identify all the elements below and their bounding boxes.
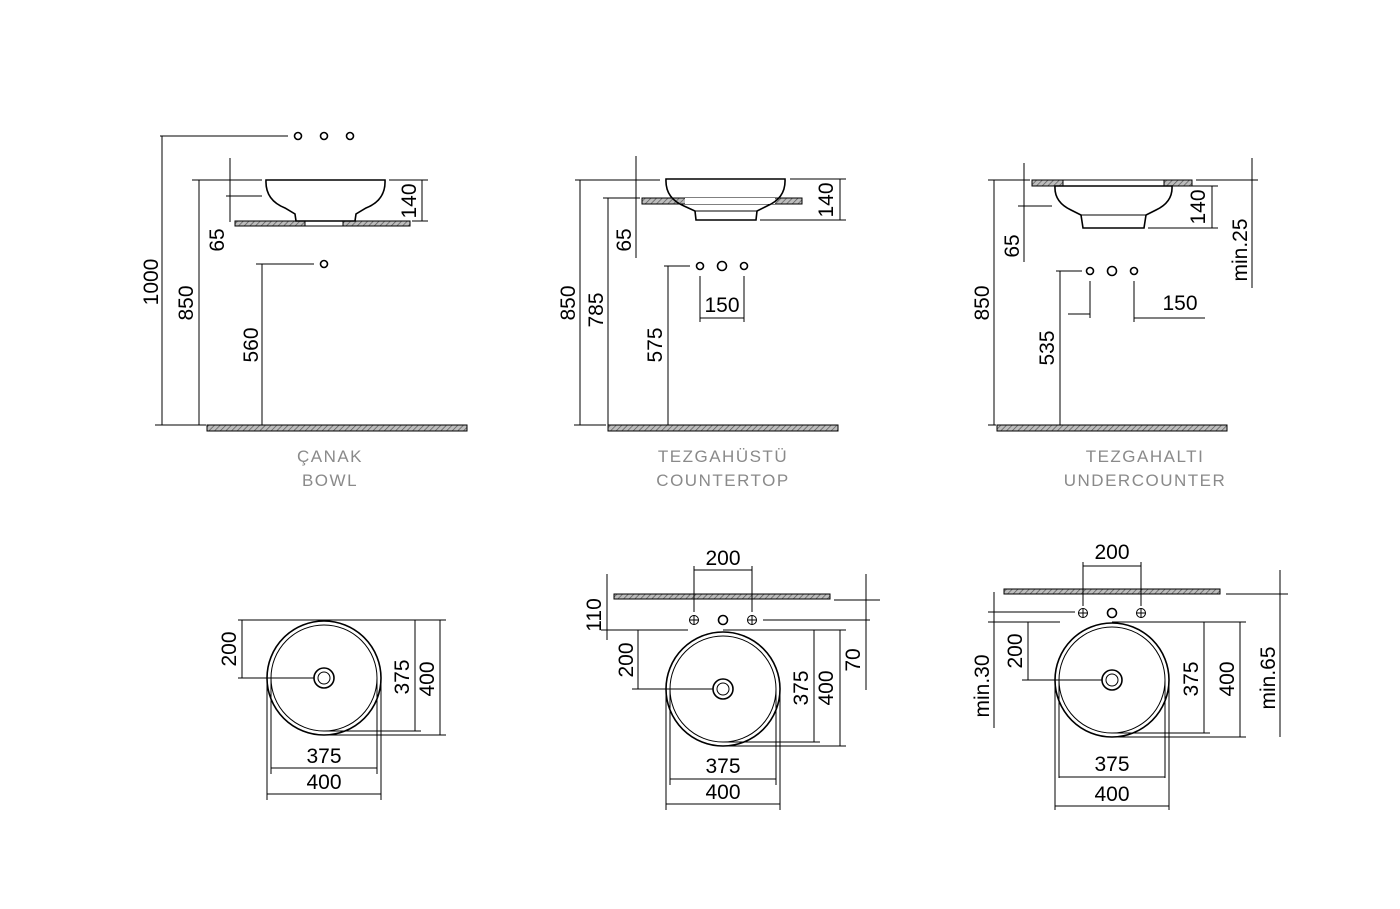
dim-min25: min.25 <box>1229 218 1252 281</box>
dim-200: 200 <box>218 631 241 666</box>
bowl-side-view: 1000 850 65 140 560 ÇANAK BOWL <box>140 131 468 490</box>
dim-375-v: 375 <box>1180 661 1203 696</box>
tap-holes <box>689 614 757 626</box>
dim-140: 140 <box>815 182 838 217</box>
dim-375-h: 375 <box>705 755 740 778</box>
dim-575: 575 <box>644 327 667 362</box>
dim-140: 140 <box>1187 189 1210 224</box>
undercounter-side-view: 850 65 140 min.25 535 150 TEZGAHALTI UND… <box>971 158 1258 490</box>
dim-110: 110 <box>583 598 606 631</box>
caption-en: UNDERCOUNTER <box>1064 471 1227 490</box>
tap-holes <box>293 131 355 141</box>
dim-140: 140 <box>398 183 421 218</box>
caption-tr: TEZGAHÜSTÜ <box>658 447 788 466</box>
dim-1000: 1000 <box>140 259 163 306</box>
countertop-plan-view: 200 110 200 375 400 70 375 400 <box>583 547 880 810</box>
dim-850: 850 <box>971 285 994 320</box>
caption-en: BOWL <box>302 471 358 490</box>
dim-200: 200 <box>1004 633 1027 668</box>
dim-65: 65 <box>613 228 636 251</box>
tap-holes <box>1085 265 1139 277</box>
bowl-plan-view: 200 375 400 375 400 <box>218 619 446 800</box>
drain-icon <box>712 678 734 700</box>
dim-375-h: 375 <box>306 745 341 768</box>
dim-400-h: 400 <box>705 781 740 804</box>
dim-min65: min.65 <box>1257 646 1280 709</box>
dim-375-v: 375 <box>790 670 813 705</box>
dim-200-top: 200 <box>1094 541 1129 564</box>
dim-535: 535 <box>1036 330 1059 365</box>
dim-400-v: 400 <box>1216 661 1239 696</box>
caption-en: COUNTERTOP <box>656 471 789 490</box>
basin-profile <box>665 178 786 221</box>
floor-slab <box>607 424 839 432</box>
caption-tr: ÇANAK <box>297 447 363 466</box>
drain-icon <box>313 667 335 689</box>
dim-min30: min.30 <box>971 654 994 717</box>
dim-150: 150 <box>1162 292 1197 315</box>
basin-profile <box>1054 185 1173 229</box>
dim-400-h: 400 <box>306 771 341 794</box>
caption-tr: TEZGAHALTI <box>1086 447 1205 466</box>
waste-outlet-icon <box>319 259 329 269</box>
dim-560: 560 <box>240 327 263 362</box>
dim-65: 65 <box>1001 234 1024 257</box>
dim-375-v: 375 <box>391 659 414 694</box>
dim-65: 65 <box>206 228 229 251</box>
dim-375-h: 375 <box>1094 753 1129 776</box>
dim-850: 850 <box>557 285 580 320</box>
dim-400-v: 400 <box>815 670 838 705</box>
counter-slab <box>1003 588 1221 595</box>
tap-holes <box>695 260 749 272</box>
floor-slab <box>206 424 468 432</box>
dim-400-h: 400 <box>1094 783 1129 806</box>
dim-850: 850 <box>175 285 198 320</box>
dim-70: 70 <box>842 648 865 671</box>
dim-200: 200 <box>615 642 638 677</box>
floor-slab <box>996 424 1228 432</box>
dim-200-top: 200 <box>705 547 740 570</box>
dim-785: 785 <box>585 292 608 327</box>
drain-icon <box>1101 669 1123 691</box>
countertop-side-view: 850 785 65 140 575 150 TEZGAHÜSTÜ COUNTE… <box>557 156 846 490</box>
undercounter-plan-view: 200 min.30 200 375 400 min.65 375 400 <box>971 541 1288 810</box>
dim-400-v: 400 <box>416 661 439 696</box>
counter-slab <box>613 593 831 600</box>
tap-holes <box>1078 607 1146 619</box>
dim-150: 150 <box>704 294 739 317</box>
basin-profile <box>265 179 386 222</box>
